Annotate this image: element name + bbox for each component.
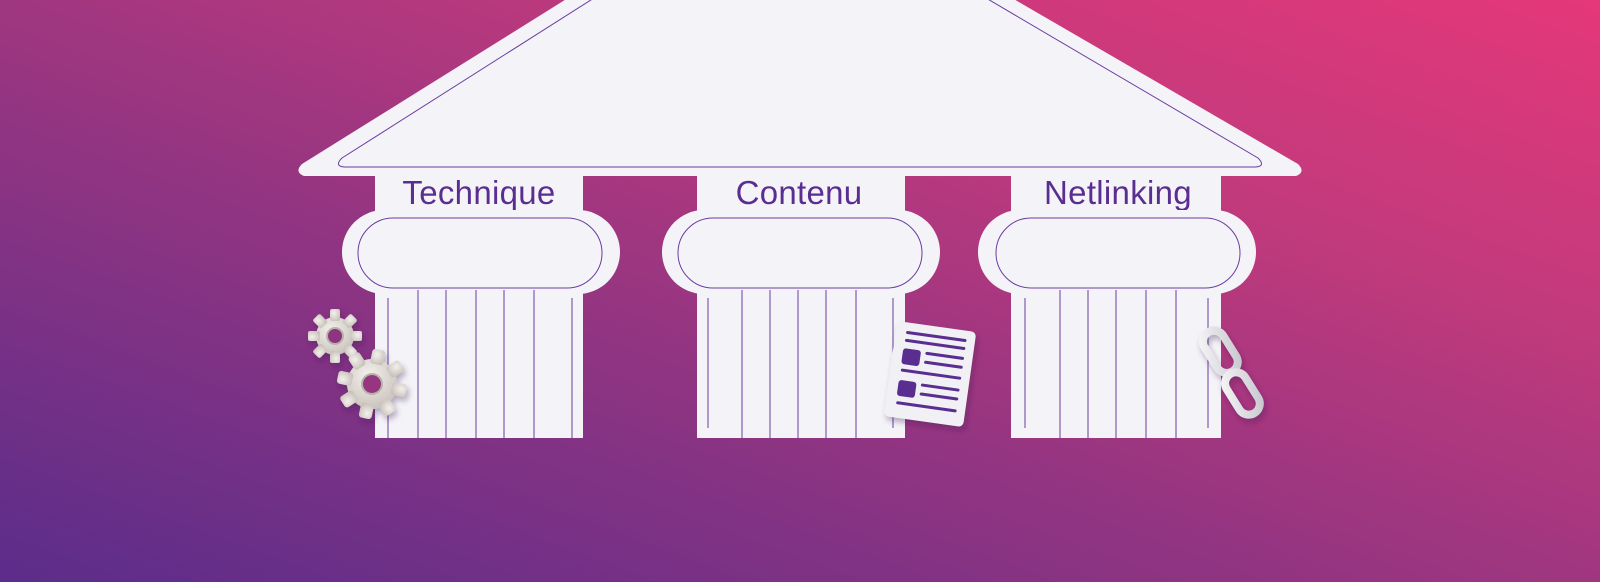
pillar-label-technique: Technique	[402, 174, 555, 211]
pillar-label-contenu: Contenu	[736, 174, 863, 211]
pillar-contenu: Contenu	[662, 174, 940, 438]
document-icon	[884, 321, 976, 427]
gears-icon	[308, 309, 408, 420]
pillar-label-netlinking: Netlinking	[1044, 174, 1192, 211]
temple-roof	[298, 0, 1302, 176]
pillar-netlinking: Netlinking	[978, 174, 1256, 438]
chain-link-icon	[1198, 326, 1264, 419]
